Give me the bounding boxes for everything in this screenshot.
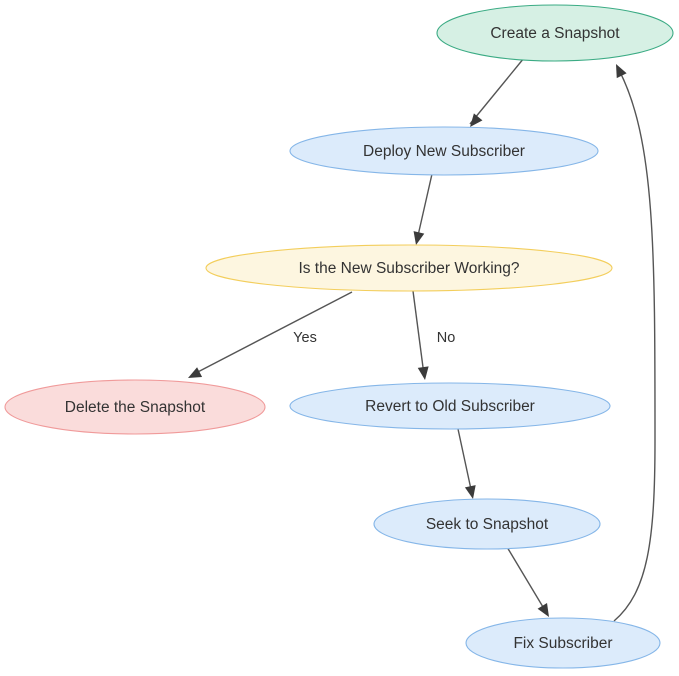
node-shape[interactable] xyxy=(205,244,613,292)
flow-edge xyxy=(613,64,656,622)
node-shape[interactable] xyxy=(465,617,661,669)
node-label: Seek to Snapshot xyxy=(426,516,549,533)
node-label: Create a Snapshot xyxy=(490,25,620,42)
node-shape[interactable] xyxy=(436,4,674,62)
flow-node-deploy-new-subscriber[interactable]: Deploy New Subscriber xyxy=(289,126,599,176)
edge-line xyxy=(191,291,353,376)
flow-node-is-new-subscriber-working[interactable]: Is the New Subscriber Working? xyxy=(205,244,613,292)
edge-line xyxy=(457,428,473,495)
flow-edge xyxy=(188,291,353,378)
arrowhead-icon xyxy=(417,366,429,380)
arrowhead-icon xyxy=(413,231,425,245)
edges-layer xyxy=(188,57,656,622)
arrowhead-icon xyxy=(464,485,476,499)
flow-node-create-snapshot[interactable]: Create a Snapshot xyxy=(436,4,674,62)
edge-line xyxy=(412,290,425,376)
node-label: Fix Subscriber xyxy=(513,635,612,652)
flow-node-fix-subscriber[interactable]: Fix Subscriber xyxy=(465,617,661,669)
node-label: Revert to Old Subscriber xyxy=(365,398,535,415)
node-label: Deploy New Subscriber xyxy=(363,143,525,160)
edge-line xyxy=(506,546,547,613)
node-label: Is the New Subscriber Working? xyxy=(298,260,519,277)
arrowhead-icon xyxy=(470,113,483,127)
edge-line xyxy=(613,69,656,622)
flow-edge xyxy=(506,546,549,617)
flow-node-revert-to-old-subscriber[interactable]: Revert to Old Subscriber xyxy=(289,382,611,430)
flow-edge xyxy=(469,57,525,127)
edge-label: Yes xyxy=(293,330,317,346)
node-shape[interactable] xyxy=(4,379,266,435)
edge-line xyxy=(469,57,525,125)
flow-edge xyxy=(457,428,476,499)
node-label: Delete the Snapshot xyxy=(65,399,206,416)
flow-edge xyxy=(412,290,429,380)
edge-labels-layer: Yes No xyxy=(293,330,455,346)
node-shape[interactable] xyxy=(373,498,601,550)
node-shape[interactable] xyxy=(289,126,599,176)
flow-edge xyxy=(413,173,433,245)
arrowhead-icon xyxy=(188,367,203,378)
edge-label: No xyxy=(437,330,456,346)
node-shape[interactable] xyxy=(289,382,611,430)
flow-node-seek-to-snapshot[interactable]: Seek to Snapshot xyxy=(373,498,601,550)
arrowhead-icon xyxy=(537,603,549,617)
flow-node-delete-the-snapshot[interactable]: Delete the Snapshot xyxy=(4,379,266,435)
arrowhead-icon xyxy=(616,64,627,79)
edge-line xyxy=(416,173,433,241)
